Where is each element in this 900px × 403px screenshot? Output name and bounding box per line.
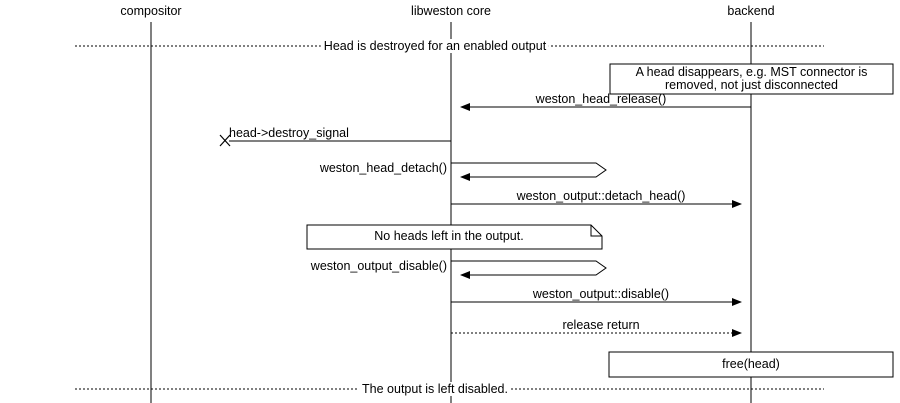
note-head-disappears-text: A head disappears, e.g. MST connector is… bbox=[612, 66, 891, 92]
note-head-disappears-line-2: removed, not just disconnected bbox=[664, 78, 839, 92]
message-weston-output-disable-loop bbox=[451, 260, 607, 279]
message-label-weston-head-release: weston_head_release() bbox=[535, 92, 667, 106]
separator-label-bottom: The output is left disabled. bbox=[359, 382, 511, 396]
message-label-weston-output-disable-backend: weston_output::disable() bbox=[532, 287, 670, 301]
note-head-disappears-line-1: A head disappears, e.g. MST connector is bbox=[635, 65, 868, 79]
actor-label-libweston-core[interactable]: libweston core bbox=[411, 4, 491, 18]
actor-label-compositor[interactable]: compositor bbox=[120, 4, 182, 18]
message-label-release-return: release return bbox=[562, 318, 640, 332]
note-head-disappears-shape bbox=[609, 63, 894, 95]
message-head-destroy-signal-arrow bbox=[219, 134, 451, 147]
box-free-head-label: free(head) bbox=[722, 357, 780, 371]
message-label-weston-head-detach: weston_head_detach() bbox=[319, 161, 447, 175]
actor-label-backend[interactable]: backend bbox=[727, 4, 775, 18]
message-label-head-destroy-signal: head->destroy_signal bbox=[229, 126, 349, 140]
separator-label-top: Head is destroyed for an enabled output bbox=[320, 39, 550, 53]
note-no-heads-left-text: No heads left in the output. bbox=[374, 229, 524, 243]
message-weston-head-detach-loop bbox=[451, 162, 607, 181]
message-label-weston-output-disable: weston_output_disable() bbox=[310, 259, 447, 273]
message-label-weston-output-detach-head: weston_output::detach_head() bbox=[516, 189, 686, 203]
note-no-heads-left-shape bbox=[306, 224, 603, 250]
box-free-head-shape bbox=[608, 351, 894, 378]
